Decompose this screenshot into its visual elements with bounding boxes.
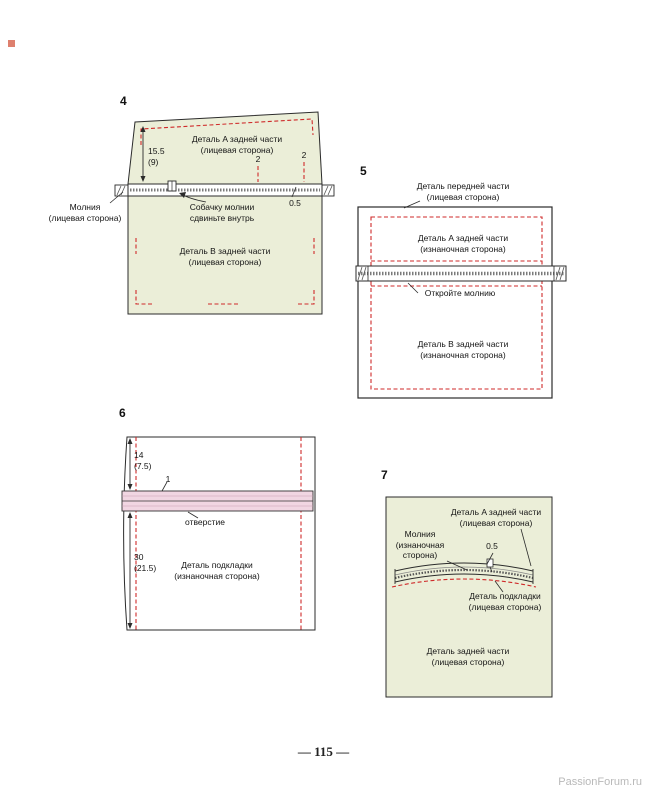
fig6-leader-lines (161, 481, 199, 519)
fig4-piece-b-fabric (127, 195, 323, 315)
figure-5-number: 5 (360, 164, 367, 178)
fig6-seam-strip (121, 490, 314, 512)
fig7-dim-05-label: 0.5 (486, 541, 498, 551)
page-corner-mark (8, 40, 15, 47)
fig5-seam-dashed-lines (370, 216, 543, 390)
fig4-leader-lines (109, 186, 297, 204)
fig7-zipper-label: Молния (изнаночная сторона) (395, 529, 445, 561)
figure-7-number: 7 (381, 468, 388, 482)
fig7-back-piece (385, 496, 553, 698)
fig4-zipper-graphic (114, 180, 335, 197)
figure-6-number: 6 (119, 406, 126, 420)
fig5-front-label: Деталь передней части (лицевая сторона) (416, 181, 510, 202)
page-number: — 115 — (297, 744, 350, 759)
fig7-diagram (385, 496, 553, 698)
fig6-dim-14-label: 14 (7.5) (134, 450, 152, 471)
fig4-dim-2-left-label: 2 (255, 154, 261, 164)
figure-4-number: 4 (120, 94, 127, 108)
watermark-text: PassionForum.ru (558, 776, 642, 788)
fig4-diagram (109, 111, 335, 315)
fig5-detail-b-label: Деталь B задней части (изнаночная сторон… (417, 339, 509, 360)
figure-4: 4 Деталь A задней части (лицевая сторона… (40, 90, 340, 335)
fig7-back-label: Деталь задней части (лицевая сторона) (426, 646, 510, 667)
fig4-dimension-arrow (140, 126, 146, 182)
fig6-lining-label: Деталь подкладки (изнаночная сторона) (174, 560, 260, 581)
fig4-dim-2-right-label: 2 (301, 150, 307, 160)
fig4-zipper-label: Молния (лицевая сторона) (48, 202, 122, 223)
figure-7: 7 Деталь A задней части (лицевая сторона… (375, 465, 565, 710)
fig5-zipper-graphic (355, 265, 567, 282)
figure-6: 6 14 (7.5) 1 отверстие 30 (21.5) Деталь … (110, 400, 325, 645)
fig7-seam-dashed-line (391, 578, 537, 588)
fig4-slider-note: Собачку молнии сдвиньте внутрь (189, 202, 255, 223)
figure-5: 5 Деталь передней части (лицевая сторона… (350, 160, 580, 410)
fig4-seam-dashed-lines (135, 118, 315, 305)
fig5-front-piece (357, 206, 553, 399)
fig5-detail-a-label: Деталь A задней части (изнаночная сторон… (417, 233, 509, 254)
fig7-lining-label: Деталь подкладки (лицевая сторона) (468, 591, 542, 612)
fig7-curved-zipper-graphic (394, 558, 534, 584)
fig7-detail-a-label: Деталь A задней части (лицевая сторона) (450, 507, 542, 528)
fig6-dimension-arrows (127, 438, 133, 629)
fig6-dim-1-label: 1 (165, 474, 171, 484)
fig5-open-zipper-label: Откройте молнию (424, 288, 496, 298)
fig6-dim-30-label: 30 (21.5) (134, 552, 157, 573)
fig6-diagram (121, 436, 316, 631)
fig4-dim-155-label: 15.5 (9) (148, 146, 165, 167)
fig4-detail-b-label: Деталь B задней части (лицевая сторона) (179, 246, 271, 267)
fig4-detail-a-label: Деталь A задней части (лицевая сторона) (191, 134, 283, 155)
fig4-dim-05-label: 0.5 (289, 198, 301, 208)
fig5-leader-lines (403, 200, 421, 294)
fig7-leader-lines (446, 528, 532, 593)
fig5-diagram (355, 200, 567, 399)
fig6-lining-piece (123, 436, 316, 631)
fig6-opening-label: отверстие (185, 517, 225, 527)
